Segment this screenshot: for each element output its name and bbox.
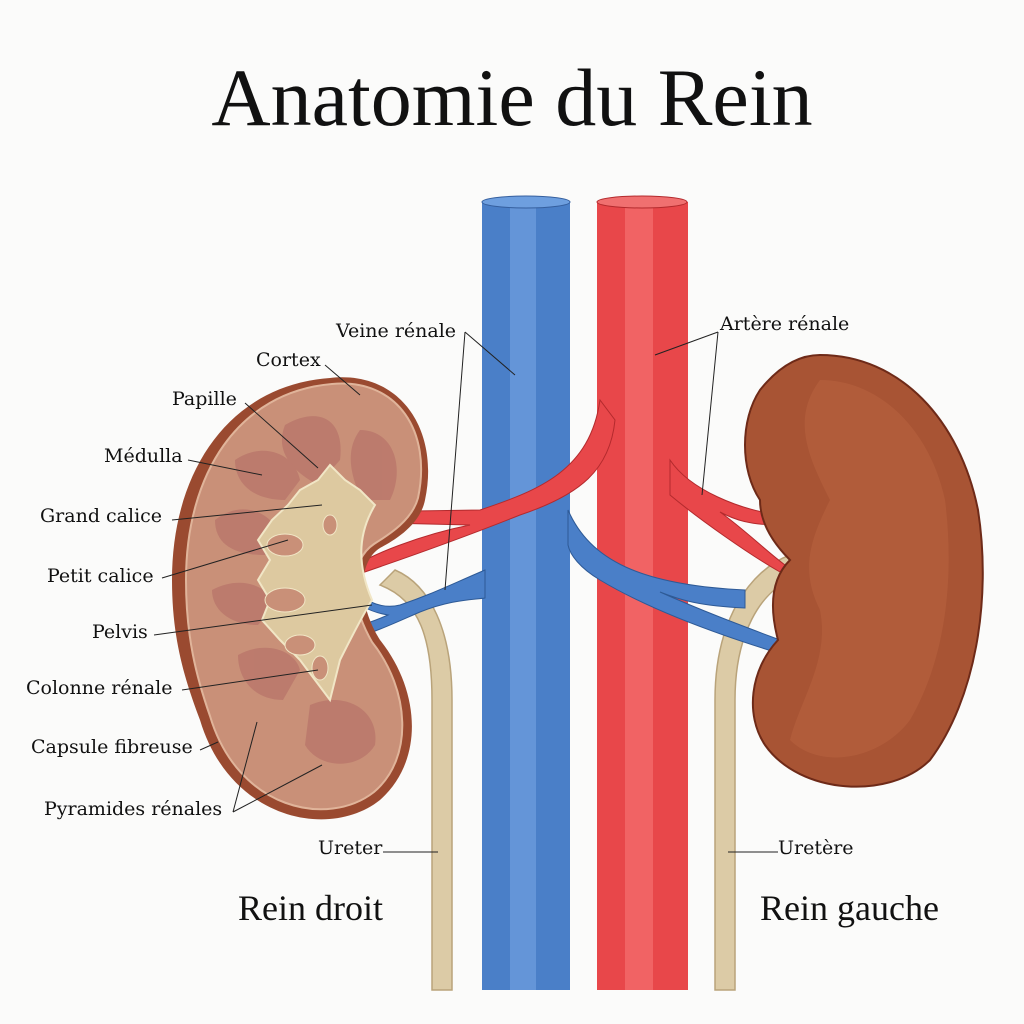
ureter-left-kidney <box>714 553 796 991</box>
renal-vein-left <box>567 509 781 653</box>
kidney-external-left <box>744 353 984 788</box>
caption-rein-droit: Rein droit <box>238 888 383 928</box>
label-pelvis: Pelvis <box>92 621 148 643</box>
caption-rein-gauche: Rein gauche <box>760 888 939 928</box>
diagram-title: Anatomie du Rein <box>211 52 812 143</box>
label-medulla: Médulla <box>104 445 183 467</box>
leader-lines <box>153 331 778 853</box>
label-capsule-fibreuse: Capsule fibreuse <box>31 736 193 758</box>
label-grand-calice: Grand calice <box>40 505 162 527</box>
label-colonne-renale: Colonne rénale <box>26 677 172 699</box>
label-ureter-left: Uretère <box>778 837 854 859</box>
label-artere-renale: Artère rénale <box>719 313 849 335</box>
label-ureter-right: Ureter <box>318 837 383 859</box>
renal-artery-left <box>669 458 786 573</box>
label-cortex: Cortex <box>256 349 321 371</box>
renal-pyramids <box>212 416 397 764</box>
vena-cava <box>481 195 571 990</box>
label-veine-renale: Veine rénale <box>335 320 456 342</box>
label-petit-calice: Petit calice <box>47 565 154 587</box>
label-pyramides-renales: Pyramides rénales <box>44 798 222 820</box>
label-papille: Papille <box>172 388 237 410</box>
kidney-section-right <box>172 377 429 820</box>
